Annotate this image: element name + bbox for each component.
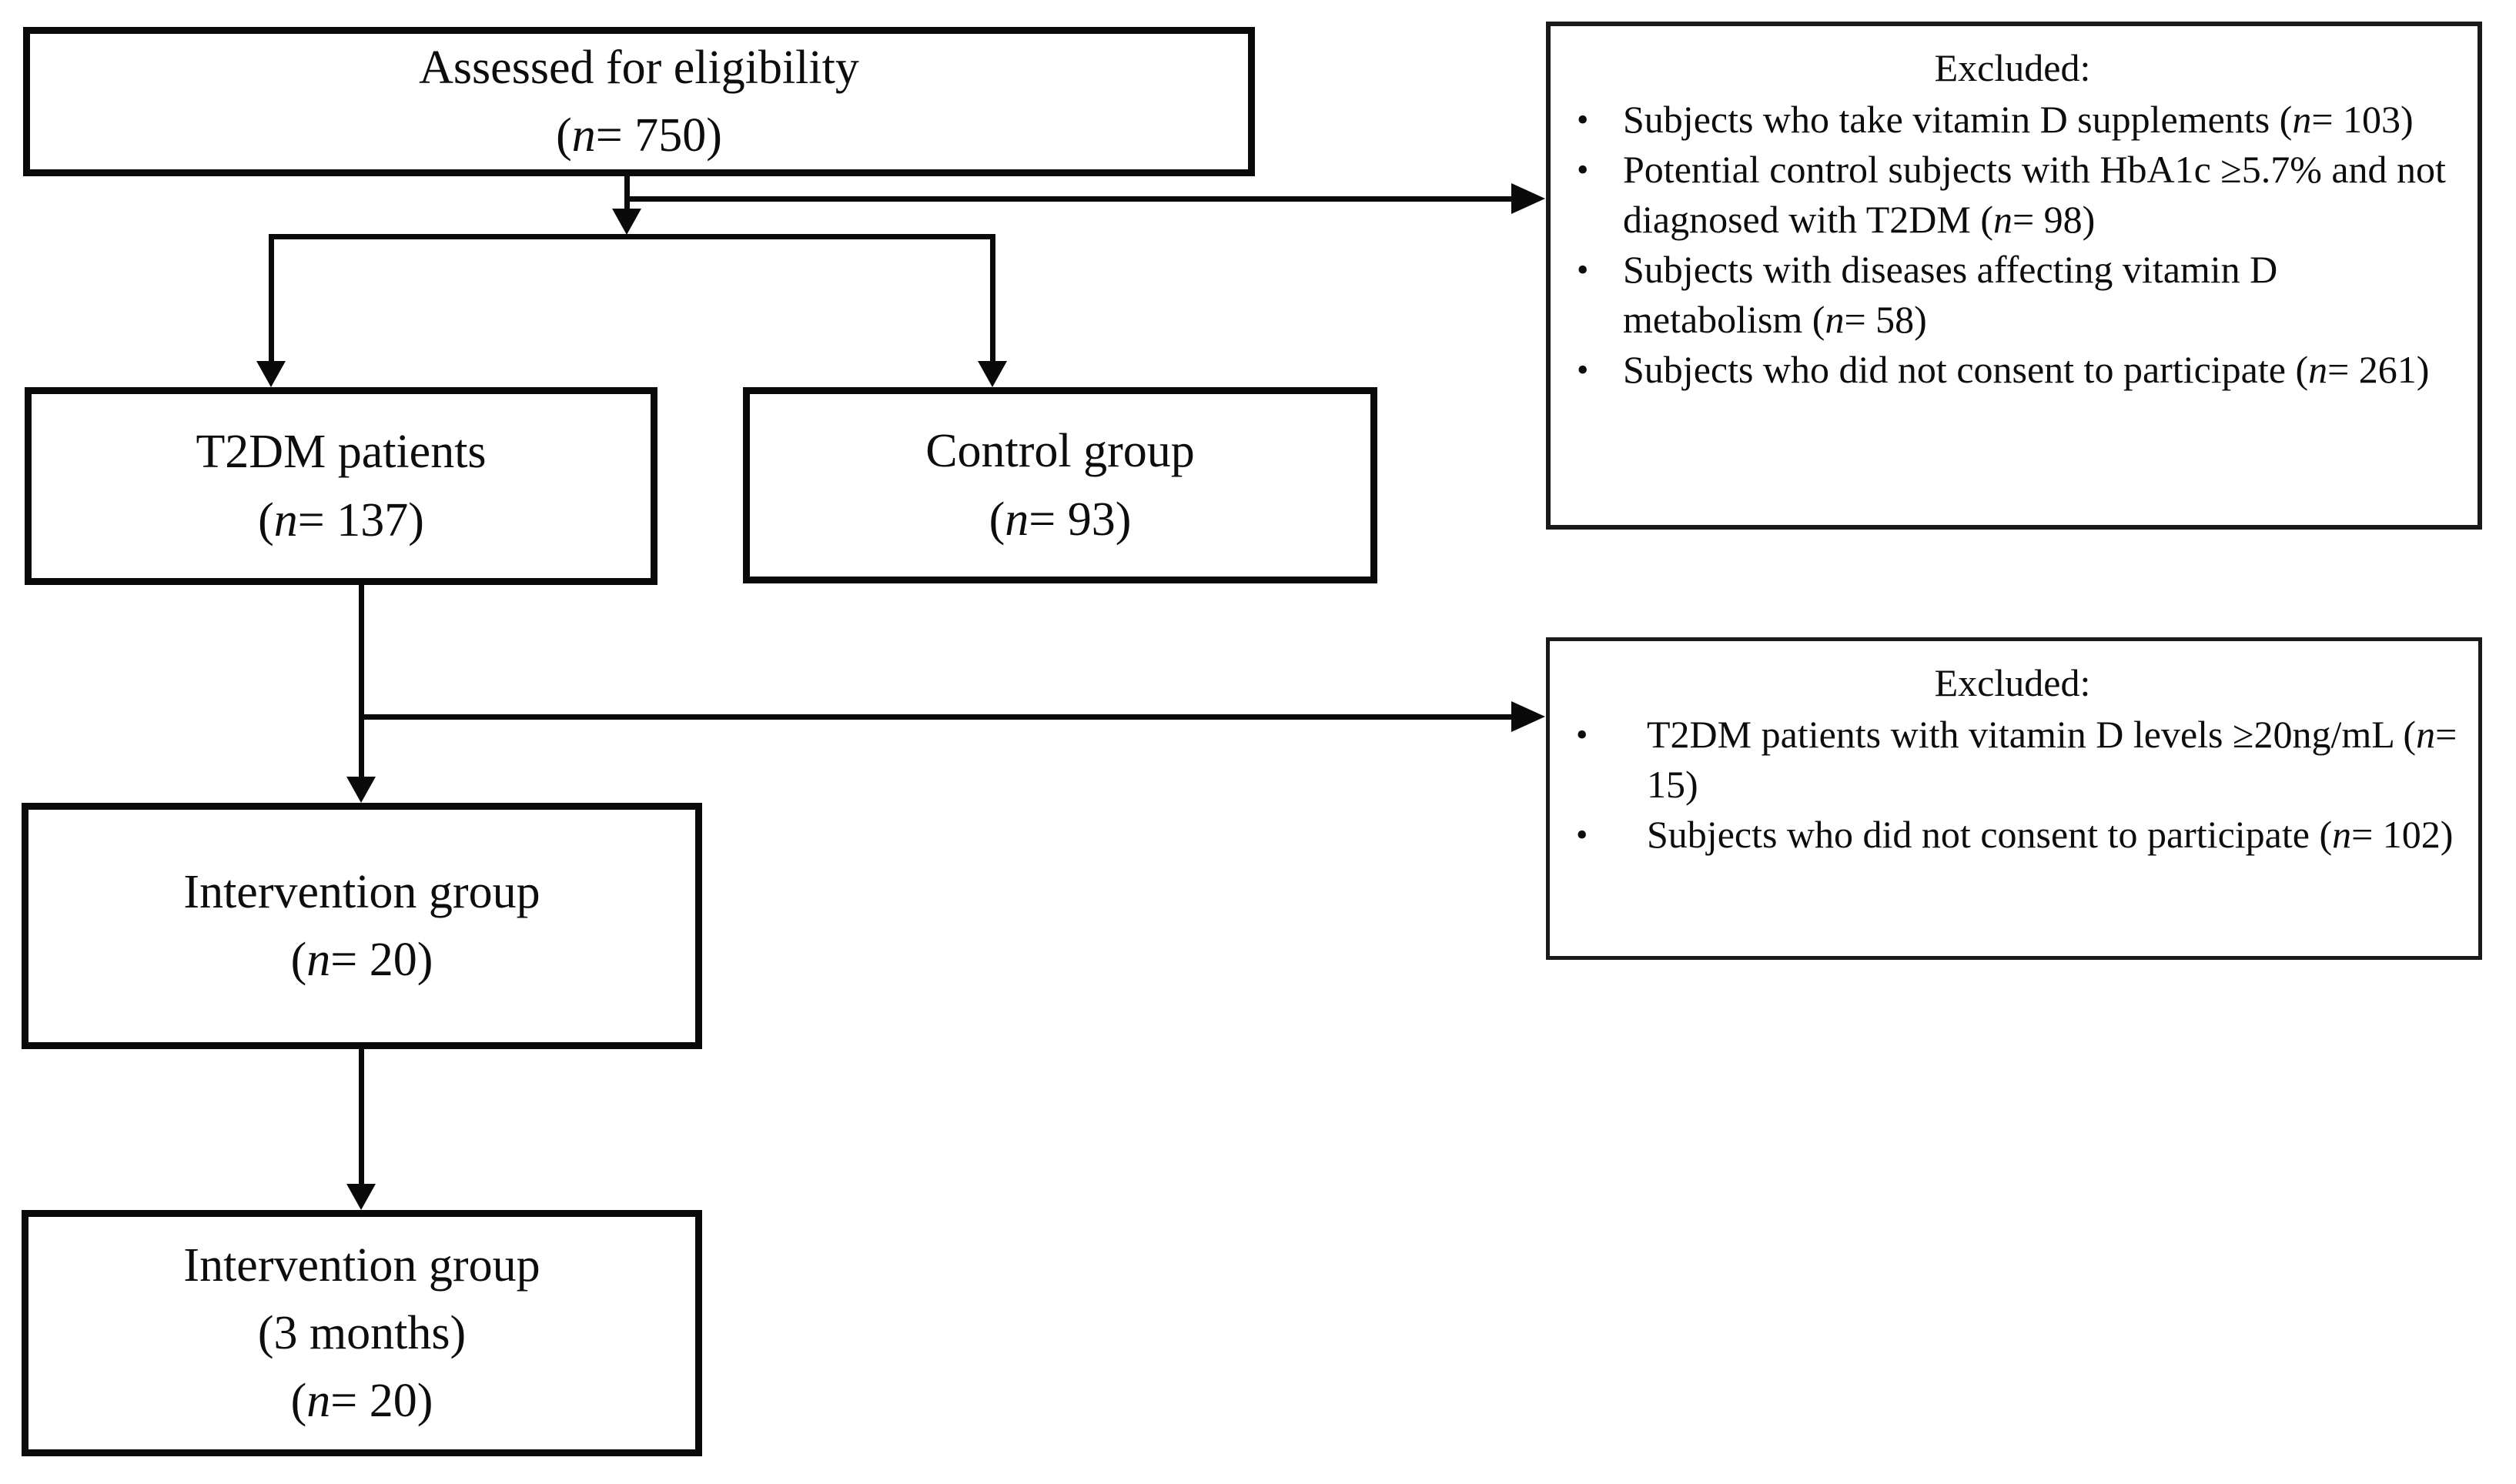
connector-line xyxy=(624,176,630,212)
excluded-list: • T2DM patients with vitamin D levels ≥2… xyxy=(1567,710,2458,860)
assessed-eligibility-box: Assessed for eligibility (n= 750) xyxy=(23,27,1255,176)
connector-line xyxy=(269,234,995,239)
excluded-title: Excluded: xyxy=(1934,46,2091,89)
box-line: (n= 93) xyxy=(989,493,1132,546)
list-item: • Potential control subjects with HbA1c … xyxy=(1567,145,2457,245)
list-item: • Subjects who did not consent to partic… xyxy=(1567,810,2458,860)
list-item: • T2DM patients with vitamin D levels ≥2… xyxy=(1567,710,2458,810)
bullet-icon: • xyxy=(1577,151,1589,189)
list-item-text: Subjects who did not consent to particip… xyxy=(1647,813,2454,856)
box-line: Control group xyxy=(925,425,1195,478)
connector-line xyxy=(624,196,1514,202)
list-item-text: Subjects who take vitamin D supplements … xyxy=(1623,98,2414,141)
bullet-icon: • xyxy=(1577,251,1589,289)
box-line: (n= 137) xyxy=(258,493,424,546)
list-item: • Subjects who did not consent to partic… xyxy=(1567,345,2457,395)
box-line: (n= 20) xyxy=(290,1375,433,1428)
arrowhead-right xyxy=(1511,701,1545,732)
excluded-title: Excluded: xyxy=(1934,661,2091,704)
list-item-text: Subjects who did not consent to particip… xyxy=(1623,348,2430,391)
box-line: T2DM patients xyxy=(196,426,487,479)
box-line: Intervention group xyxy=(183,1238,540,1292)
bullet-icon: • xyxy=(1576,716,1588,754)
excluded-top-box: Excluded: • Subjects who take vitamin D … xyxy=(1546,22,2482,530)
list-item-text: Potential control subjects with HbA1c ≥5… xyxy=(1623,148,2446,241)
box-line: (3 months) xyxy=(257,1306,467,1359)
connector-line xyxy=(359,714,1514,720)
arrowhead-down xyxy=(612,209,641,235)
list-item: • Subjects with diseases affecting vitam… xyxy=(1567,245,2457,345)
excluded-mid-box: Excluded: • T2DM patients with vitamin D… xyxy=(1546,637,2482,960)
list-item: • Subjects who take vitamin D supplement… xyxy=(1567,95,2457,145)
intervention-group-box: Intervention group (n= 20) xyxy=(22,803,702,1049)
arrowhead-down xyxy=(978,361,1007,387)
arrowhead-right xyxy=(1511,183,1545,214)
list-item-text: T2DM patients with vitamin D levels ≥20n… xyxy=(1647,713,2457,806)
excluded-list: • Subjects who take vitamin D supplement… xyxy=(1567,95,2457,395)
arrowhead-down xyxy=(346,777,376,803)
connector-line xyxy=(269,239,274,363)
box-line: (n= 20) xyxy=(290,934,433,986)
bullet-icon: • xyxy=(1577,351,1589,389)
arrowhead-down xyxy=(346,1184,376,1210)
intervention-3months-box: Intervention group (3 months) (n= 20) xyxy=(22,1210,702,1456)
box-line: Intervention group xyxy=(183,865,540,918)
control-group-box: Control group (n= 93) xyxy=(743,387,1377,583)
arrowhead-down xyxy=(256,361,286,387)
bullet-icon: • xyxy=(1577,101,1589,139)
box-line: Assessed for eligibility xyxy=(419,41,859,94)
connector-line xyxy=(359,585,364,777)
box-line: (n= 750) xyxy=(556,109,722,162)
t2dm-patients-box: T2DM patients (n= 137) xyxy=(25,387,657,585)
connector-line xyxy=(624,196,630,212)
bullet-icon: • xyxy=(1576,816,1588,854)
connector-line xyxy=(359,1049,364,1185)
list-item-text: Subjects with diseases affecting vitamin… xyxy=(1623,248,2278,341)
connector-line xyxy=(990,239,995,363)
